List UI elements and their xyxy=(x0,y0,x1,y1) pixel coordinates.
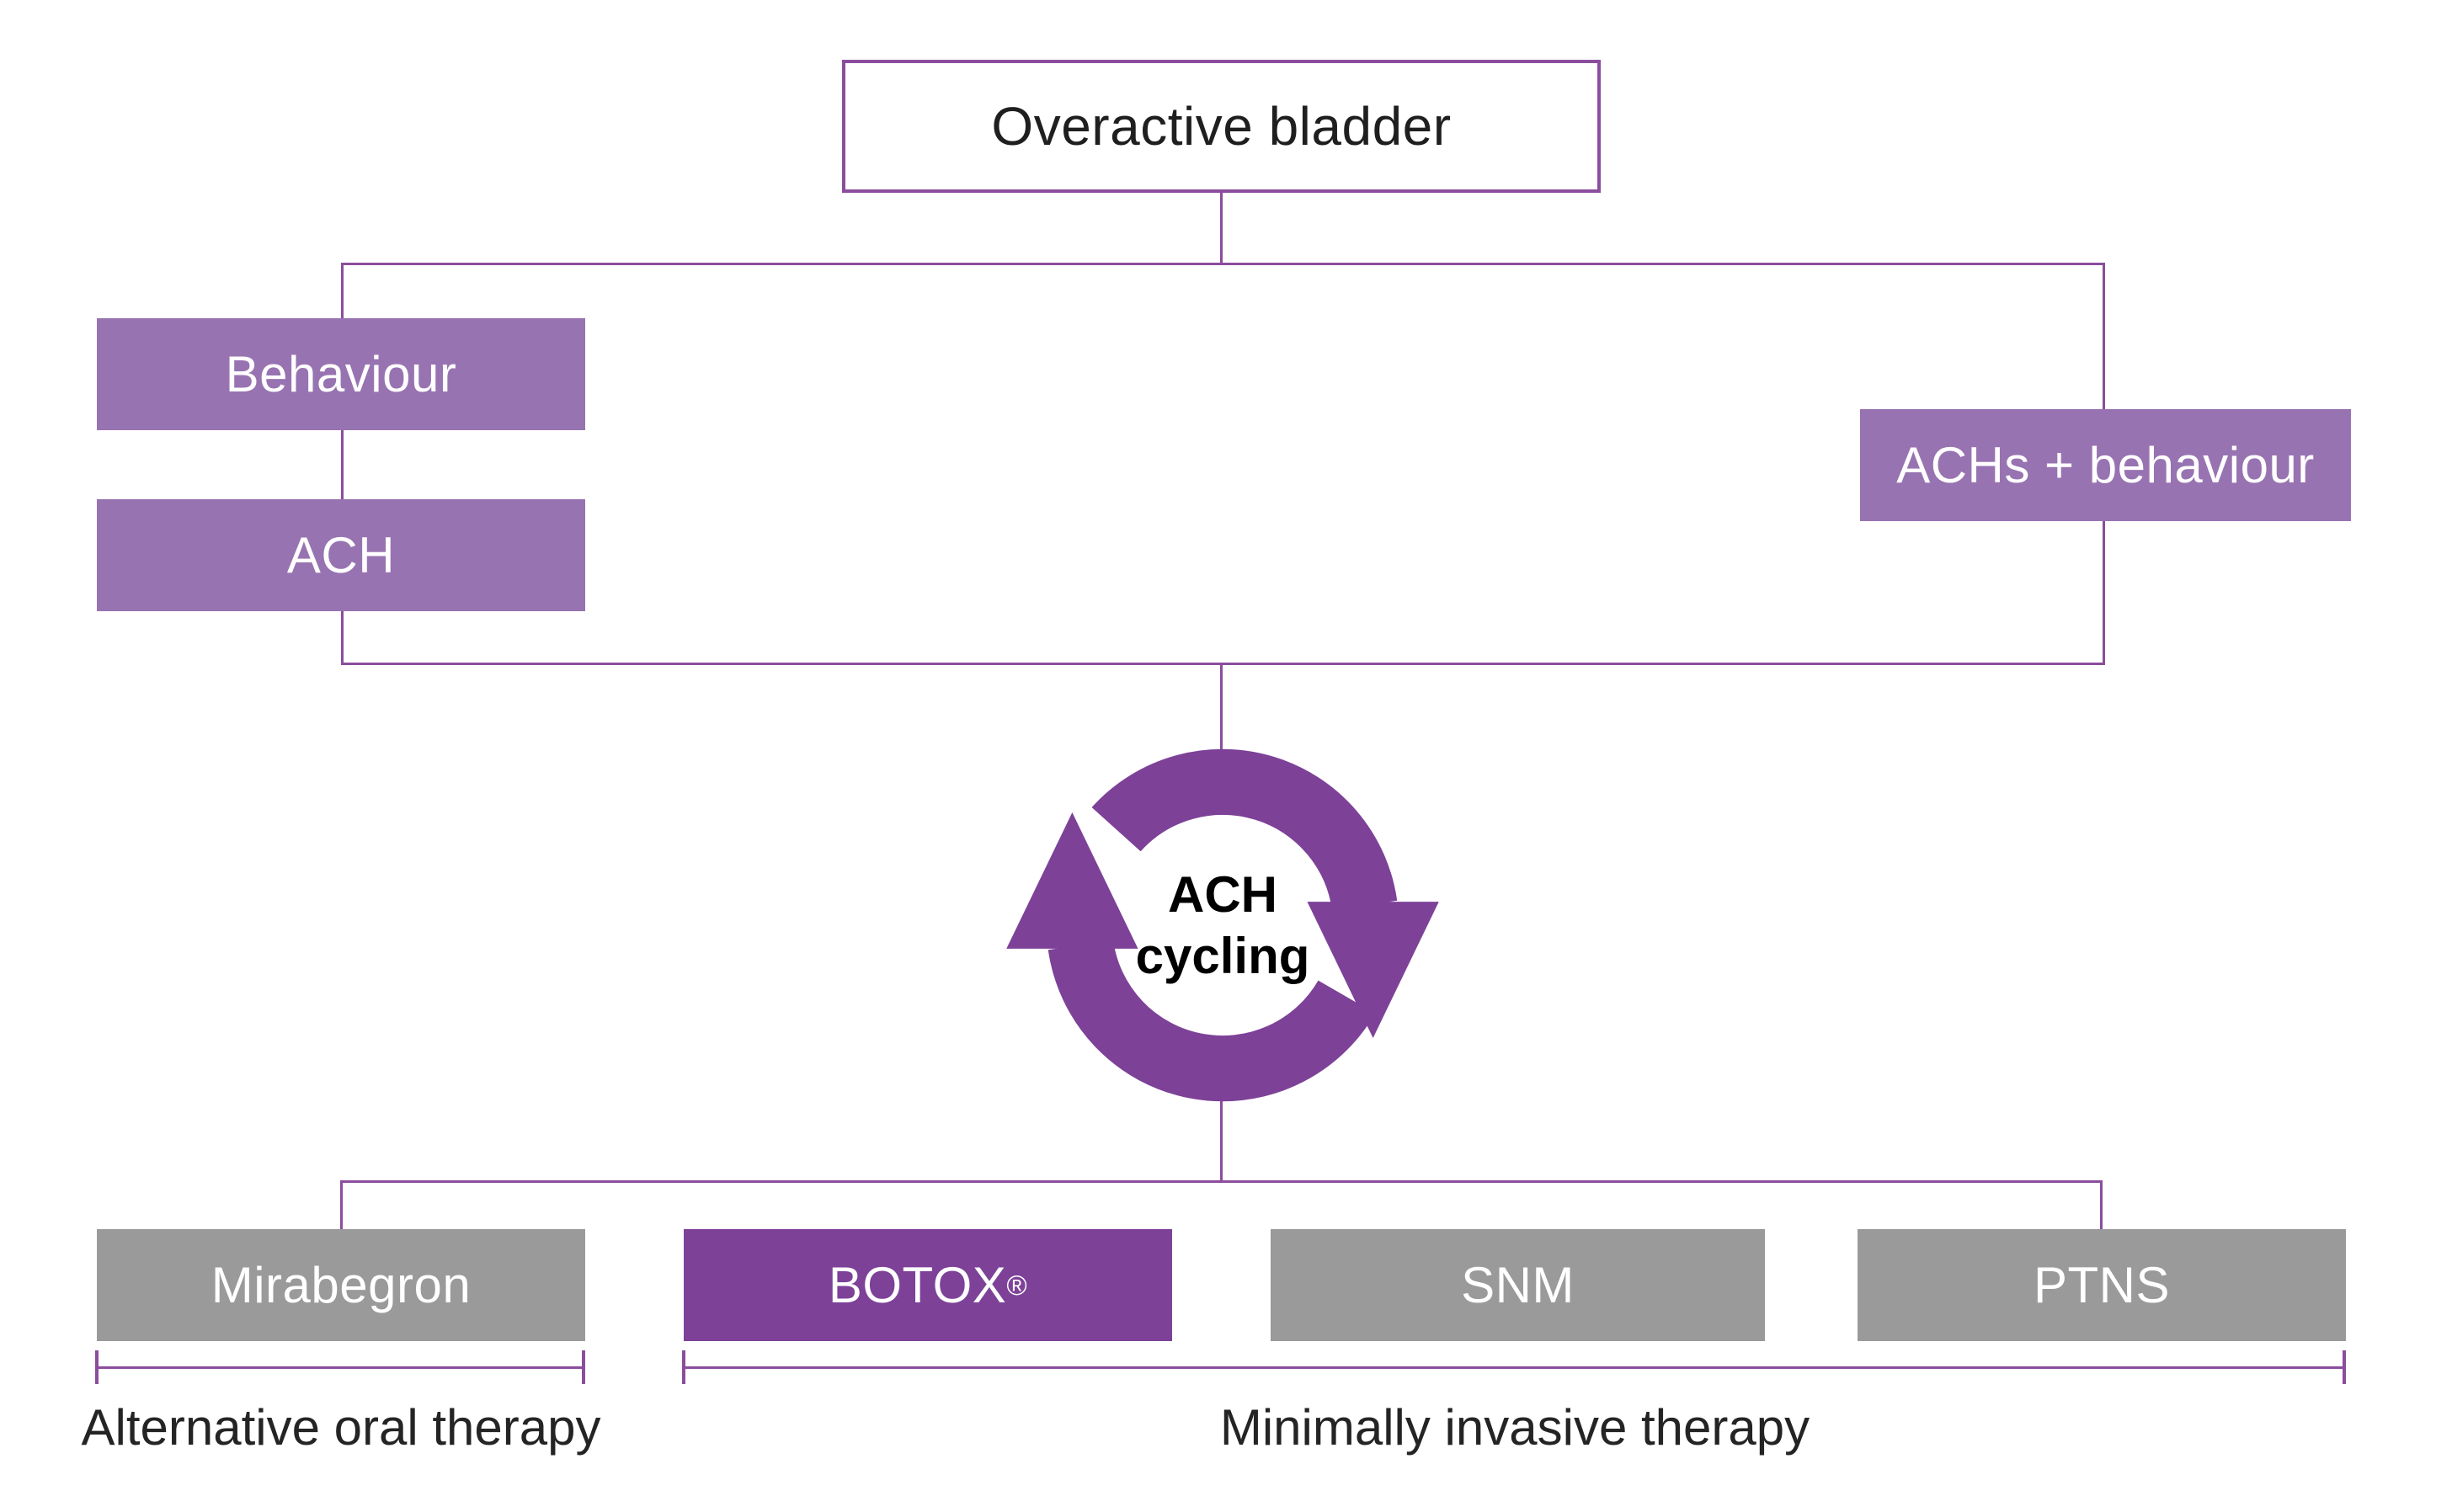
snm-box: SNM xyxy=(1271,1229,1765,1341)
mirabegron-label: Mirabegron xyxy=(211,1256,472,1313)
cycle-top-arc xyxy=(1091,748,1398,911)
snm-label: SNM xyxy=(1461,1256,1575,1313)
bracket-min-invasive-tick-left xyxy=(682,1350,685,1384)
bracket-alt-oral-tick-left xyxy=(95,1350,99,1384)
bracket-min-invasive-tick-right xyxy=(2343,1350,2346,1384)
ach-box: ACH xyxy=(97,499,585,611)
botox-box: BOTOX® xyxy=(684,1229,1172,1341)
cycle-bottom-arc xyxy=(1047,940,1376,1102)
behaviour-box: Behaviour xyxy=(97,318,585,430)
overactive-bladder-box: Overactive bladder xyxy=(842,60,1601,193)
ptns-label: PTNS xyxy=(2033,1256,2171,1313)
ach-cycling-icon xyxy=(1006,748,1439,1102)
cycle-down-arrowhead xyxy=(1307,902,1439,1038)
behaviour-label: Behaviour xyxy=(225,345,457,402)
overactive-bladder-label: Overactive bladder xyxy=(991,96,1452,157)
cycle-up-arrowhead xyxy=(1006,812,1138,949)
connector-title-to-frame xyxy=(1220,193,1223,264)
bottom-rail xyxy=(340,1180,2103,1183)
ptns-box: PTNS xyxy=(1858,1229,2346,1341)
bracket-alt-oral-tick-right xyxy=(582,1350,585,1384)
botox-label: BOTOX xyxy=(828,1256,1007,1313)
bracket-min-invasive xyxy=(684,1366,2346,1369)
rail-drop-left xyxy=(340,1180,343,1229)
cycle-inner-mask xyxy=(1111,814,1334,1036)
achs-behaviour-box: ACHs + behaviour xyxy=(1860,409,2351,521)
ach-cycling-label: ACH cycling xyxy=(964,711,1481,1139)
ach-cycling-line2: cycling xyxy=(1135,928,1310,984)
group-label-min-invasive: Minimally invasive therapy xyxy=(1219,1399,1810,1456)
achs-behaviour-label: ACHs + behaviour xyxy=(1896,436,2315,493)
mirabegron-box: Mirabegron xyxy=(97,1229,585,1341)
group-label-alt-oral: Alternative oral therapy xyxy=(81,1399,601,1456)
treatment-frame xyxy=(341,263,2105,665)
ach-cycling-line1: ACH xyxy=(1168,865,1277,923)
ach-label: ACH xyxy=(286,526,396,583)
rail-drop-right xyxy=(2100,1180,2103,1229)
bracket-alt-oral xyxy=(97,1366,585,1369)
